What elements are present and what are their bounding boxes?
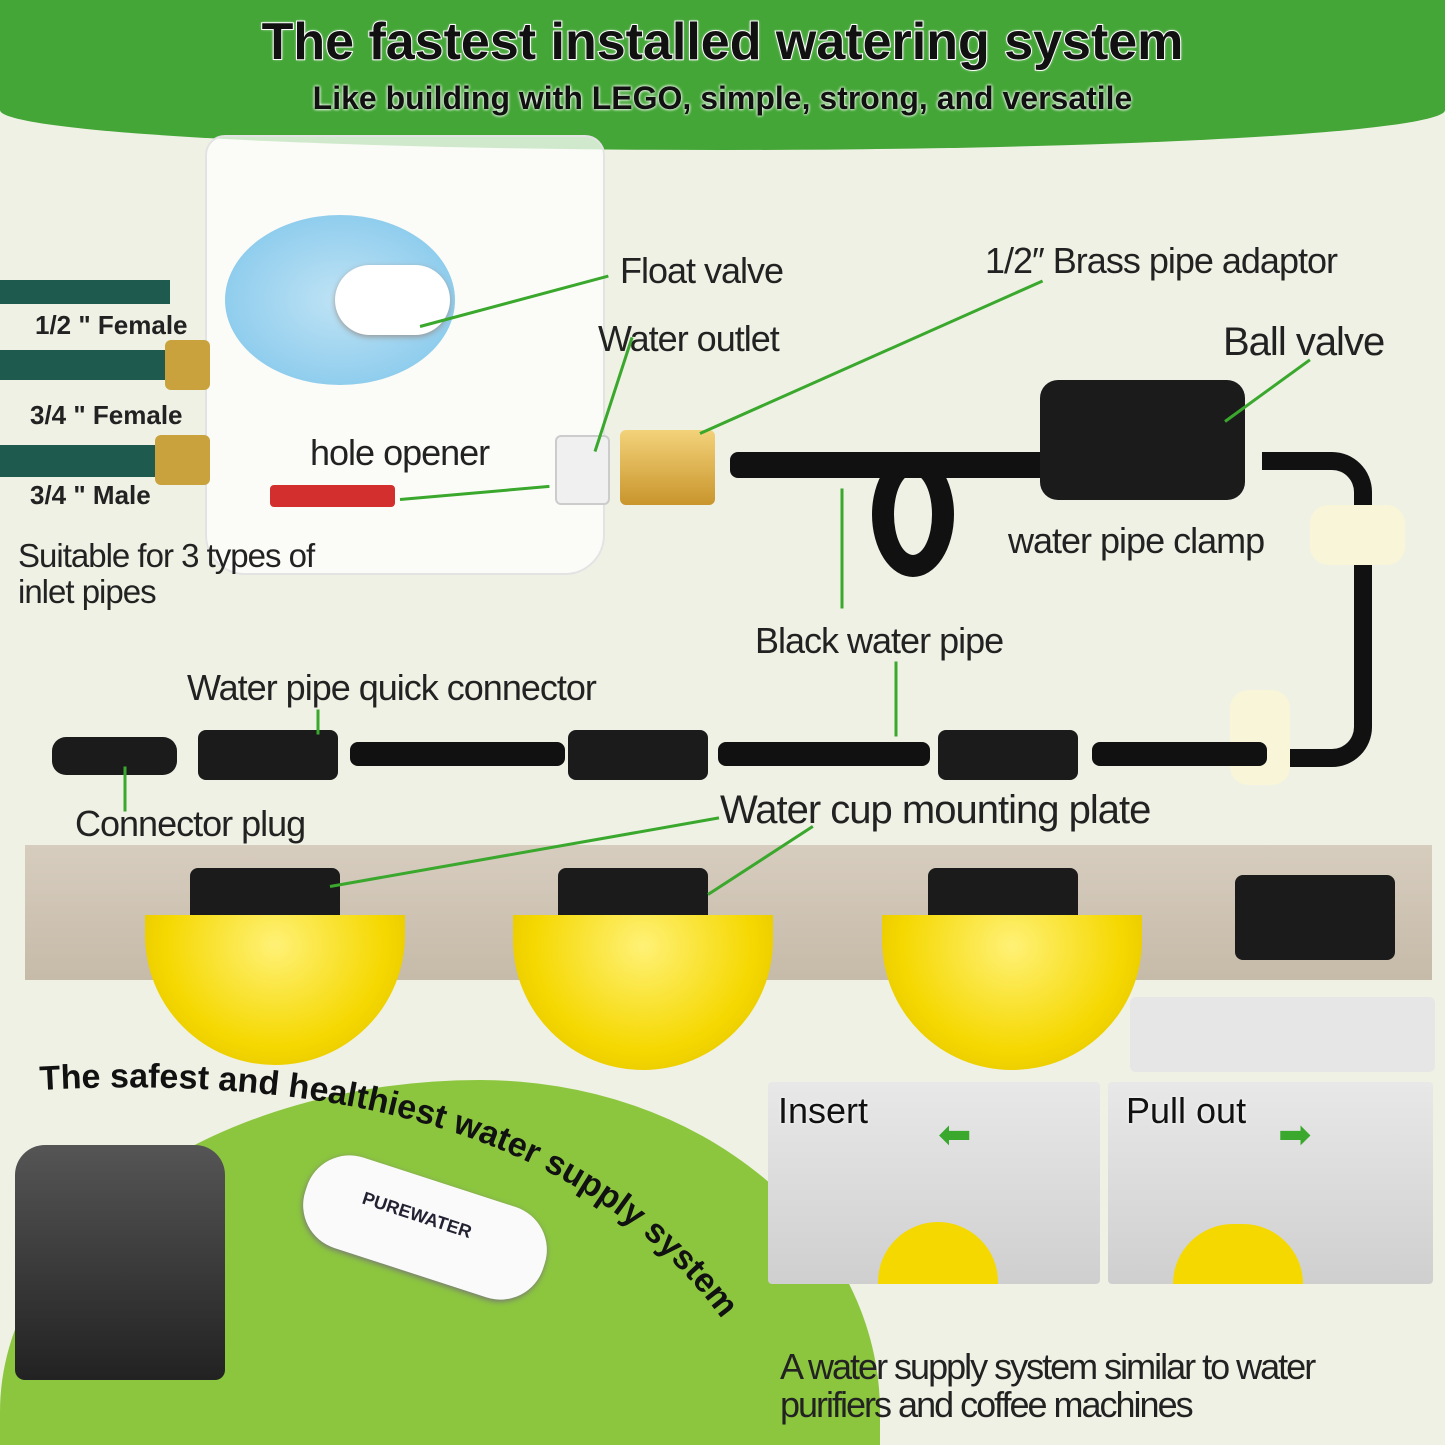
leader-line xyxy=(123,766,127,812)
brass-fitting xyxy=(155,435,210,485)
mounting-plate-label: Water cup mounting plate xyxy=(720,788,1151,832)
ball-valve-image xyxy=(1040,380,1245,500)
hole-opener-image xyxy=(270,485,395,507)
cup-in-photo xyxy=(878,1222,998,1284)
coffee-machine-image xyxy=(15,1145,225,1380)
insert-photo: Insert ⬅ xyxy=(768,1082,1100,1284)
black-pipe-label: Black water pipe xyxy=(755,620,1004,661)
quick-connector-label: Water pipe quick connector xyxy=(187,667,597,708)
water-cup xyxy=(882,915,1142,1070)
pipe-clamp-image xyxy=(1230,690,1290,785)
hose-34-female xyxy=(0,350,180,380)
pipe-segment xyxy=(718,742,930,766)
brass-adaptor-image xyxy=(620,430,715,505)
pipe-segment xyxy=(1092,742,1267,766)
leader-line xyxy=(840,488,844,609)
float-valve-label: Float valve xyxy=(620,250,784,291)
pipe-segment xyxy=(350,742,565,766)
pipe-clamp-image xyxy=(1310,505,1405,565)
connector-plug-image xyxy=(52,737,177,775)
insert-label: Insert xyxy=(778,1090,869,1131)
quick-connector-tee xyxy=(198,730,338,780)
connector-plug-label: Connector plug xyxy=(75,803,306,844)
cup-in-photo xyxy=(1173,1224,1303,1284)
quick-connector-tee xyxy=(568,730,708,780)
bottom-caption: A water supply system similar to water p… xyxy=(780,1346,1316,1425)
page-title: The fastest installed watering system xyxy=(261,12,1185,72)
pull-out-label: Pull out xyxy=(1126,1090,1247,1131)
hose-34-male xyxy=(0,445,170,477)
inlet-caption: Suitable for 3 types of inlet pipes xyxy=(18,537,315,610)
blank-panel xyxy=(1130,997,1435,1072)
hose-half-female xyxy=(0,280,170,304)
pull-out-photo: Pull out ➡ xyxy=(1108,1082,1433,1284)
arrow-left-icon: ⬅ xyxy=(938,1113,972,1157)
page-subtitle: Like building with LEGO, simple, strong,… xyxy=(312,80,1133,116)
brass-fitting xyxy=(165,340,210,390)
water-outlet-image xyxy=(555,435,610,505)
pipe-loop xyxy=(872,452,954,577)
inlet-label: 3/4 " Female xyxy=(30,400,183,430)
ball-valve-label: Ball valve xyxy=(1223,320,1385,364)
header-banner xyxy=(0,0,1445,150)
brass-adaptor-label: 1/2″ Brass pipe adaptor xyxy=(985,240,1338,281)
inlet-label: 3/4 " Male xyxy=(30,480,151,510)
leader-line xyxy=(316,709,320,735)
arrow-right-icon: ➡ xyxy=(1278,1113,1312,1157)
inlet-label: 1/2 " Female xyxy=(35,310,188,340)
mounting-plate xyxy=(1235,875,1395,960)
quick-connector-tee xyxy=(938,730,1078,780)
pipe-clamp-label: water pipe clamp xyxy=(1008,520,1265,561)
hole-opener-label: hole opener xyxy=(310,432,490,473)
leader-line xyxy=(894,661,898,737)
